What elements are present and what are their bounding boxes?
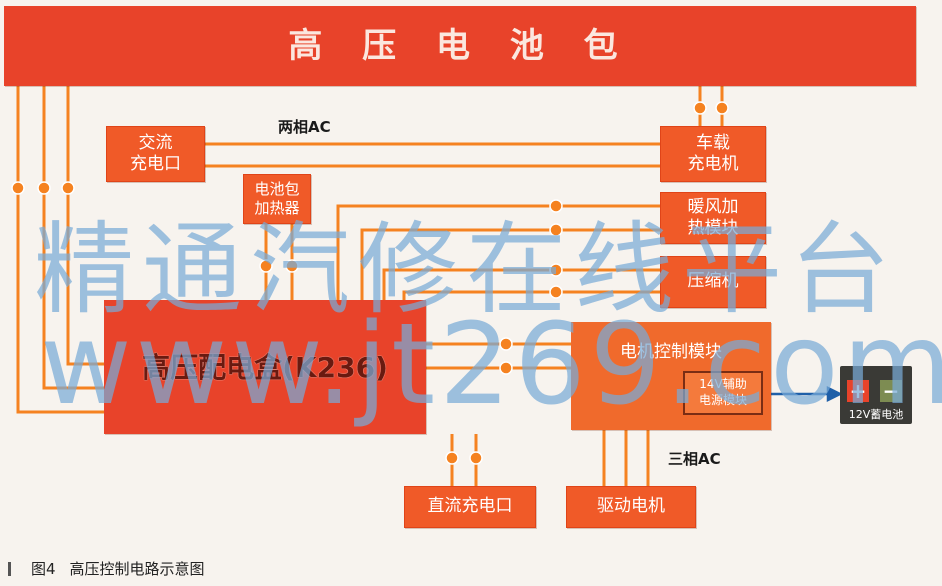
wire-comp-pdu-2 — [402, 290, 660, 300]
fuse-marker — [715, 101, 729, 115]
fuse-marker — [285, 259, 299, 273]
lv-12v-battery: + − 12V蓄电池 — [840, 366, 912, 424]
ac-port-label-2: 充电口 — [130, 154, 181, 174]
dcdc-label-1: 14V辅助 — [699, 377, 747, 392]
fuse-marker — [549, 199, 563, 213]
battery-minus-icon: − — [880, 379, 902, 403]
fuse-marker — [11, 181, 25, 195]
fuse-marker — [61, 181, 75, 195]
lv-battery-label: 12V蓄电池 — [848, 408, 904, 421]
hv-battery-label: 高 压 电 池 包 — [288, 25, 632, 66]
fuse-marker — [259, 259, 273, 273]
two-phase-ac-label: 两相AC — [278, 118, 331, 136]
ac-port-label-1: 交流 — [138, 132, 173, 153]
fuse-marker — [693, 101, 707, 115]
hv-battery-pack: 高 压 电 池 包 — [4, 6, 916, 86]
fuse-marker — [549, 263, 563, 277]
wire-ptc-pdu-1 — [336, 204, 660, 300]
wire-comp-pdu-1 — [382, 268, 660, 300]
ptc-label-2: 热模块 — [687, 218, 739, 238]
ptc-label-1: 暖风加 — [687, 196, 739, 217]
figure-caption: 图4 高压控制电路示意图 — [8, 558, 205, 579]
onboard-charger: 车载 充电机 — [660, 126, 766, 182]
figure-title: 高压控制电路示意图 — [69, 560, 205, 578]
dc-charge-port: 直流充电口 — [404, 486, 536, 528]
dcdc-label-2: 电源模块 — [698, 393, 747, 407]
fuse-marker — [469, 451, 483, 465]
ac-compressor: 压缩机 — [660, 256, 766, 308]
fuse-marker — [499, 337, 513, 351]
heater-label-1: 电池包 — [254, 180, 300, 199]
fuse-marker — [445, 451, 459, 465]
ptc-heater-module: 暖风加 热模块 — [660, 192, 766, 244]
wire-battery-pdu-3 — [66, 86, 104, 366]
ac-charge-port: 交流 充电口 — [106, 126, 205, 182]
obc-label-2: 充电机 — [687, 154, 739, 174]
figure-number: 图4 — [31, 560, 56, 578]
mcu-label: 电机控制模块 — [620, 342, 722, 362]
hv-distribution-box: 高压配电盒(K236) — [104, 300, 426, 434]
arrow-head — [826, 385, 843, 403]
dcdc-converter-module: 14V辅助 电源模块 — [683, 371, 763, 415]
motor-label: 驱动电机 — [597, 496, 665, 517]
caption-bar — [8, 561, 11, 576]
pdu-label: 高压配电盒(K236) — [142, 350, 388, 384]
compressor-label: 压缩机 — [687, 271, 739, 292]
wire-battery-pdu-2 — [42, 86, 104, 390]
dc-port-label: 直流充电口 — [427, 496, 513, 517]
three-phase-ac-label: 三相AC — [668, 450, 721, 468]
drive-motor: 驱动电机 — [566, 486, 696, 528]
fuse-marker — [499, 361, 513, 375]
obc-label-1: 车载 — [696, 132, 730, 153]
wire-ptc-pdu-2 — [360, 228, 660, 300]
fuse-marker — [37, 181, 51, 195]
fuse-marker — [549, 285, 563, 299]
heater-label-2: 加热器 — [254, 199, 300, 217]
fuse-marker — [549, 223, 563, 237]
battery-plus-icon: + — [847, 379, 869, 403]
battery-pack-heater: 电池包 加热器 — [243, 174, 311, 224]
